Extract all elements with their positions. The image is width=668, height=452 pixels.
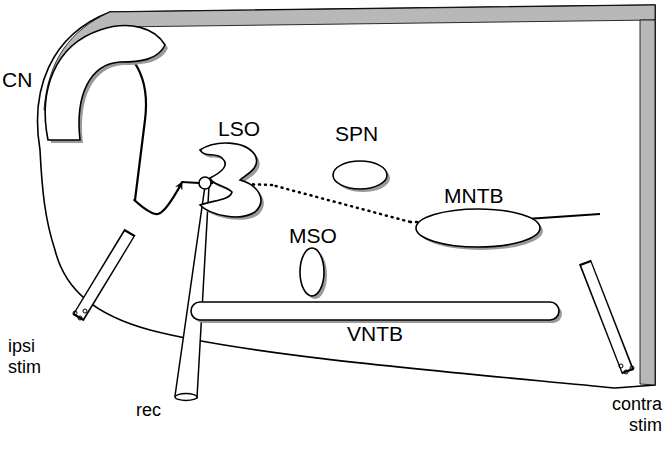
slice-edge-band xyxy=(640,20,655,385)
stim-electrode xyxy=(78,232,130,318)
electrode-coil xyxy=(619,364,623,368)
nucleus-shape xyxy=(191,302,559,320)
recording-pipette xyxy=(175,186,209,398)
nucleus-shape xyxy=(200,143,261,217)
nucleus-shape xyxy=(416,209,540,247)
cochlear-nucleus: CN xyxy=(0,15,170,200)
electrode-coil xyxy=(630,366,634,370)
stimulus-label: ipsi stim xyxy=(8,336,64,377)
nucleus-label: CN xyxy=(2,68,32,91)
nucleus-label: MNTB xyxy=(444,184,504,207)
stim-electrode xyxy=(585,262,628,372)
stim-electrode xyxy=(79,234,129,316)
axon-projection xyxy=(134,182,182,214)
recording-label: rec xyxy=(136,400,176,421)
nucleus-label: LSO xyxy=(218,117,260,140)
vntb-nucleus: VNTB xyxy=(185,296,565,348)
nucleus-label: SPN xyxy=(335,122,378,145)
axon-projection xyxy=(272,185,410,222)
nucleus-label: MSO xyxy=(289,224,337,247)
recording-pipette xyxy=(175,394,197,401)
stim-electrode xyxy=(586,264,627,370)
nucleus-shape xyxy=(45,26,165,140)
electrode-coil xyxy=(83,309,87,313)
nucleus-label: VNTB xyxy=(347,322,403,345)
electrode-coil xyxy=(73,311,77,315)
nucleus-shape xyxy=(333,161,387,189)
electrode-coil xyxy=(624,370,628,374)
nucleus-shape xyxy=(300,248,324,296)
synapse-stub xyxy=(182,182,199,183)
mntb-nucleus: MNTB xyxy=(410,182,550,252)
stimulus-label: contra stim xyxy=(596,394,662,435)
electrode-coil xyxy=(78,316,82,320)
mso-nucleus: MSO xyxy=(285,222,345,302)
spn-nucleus: SPN xyxy=(325,120,400,190)
slice-outline xyxy=(38,5,655,388)
lso-cell-body xyxy=(199,177,211,189)
lso-nucleus: LSO xyxy=(182,115,272,220)
nucleus-outline xyxy=(0,15,170,200)
